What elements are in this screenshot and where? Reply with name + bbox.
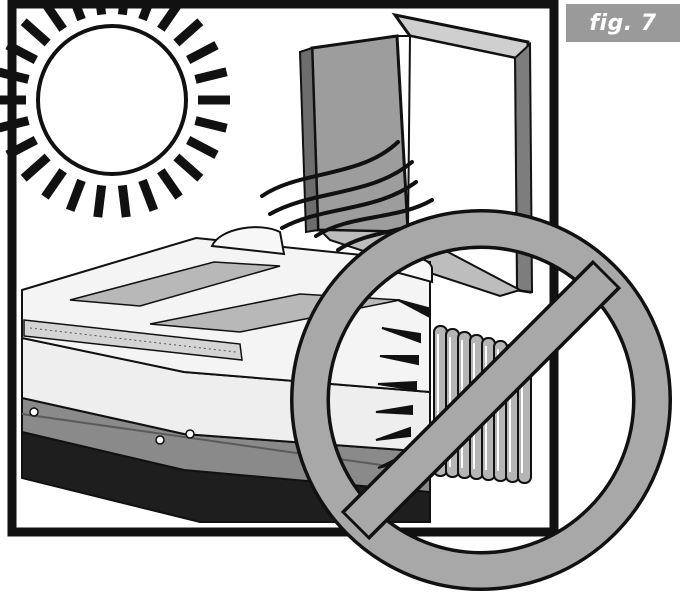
sun-ray <box>122 185 126 217</box>
figure-label-badge: fig. 7 <box>566 4 680 42</box>
figure-label: fig. 7 <box>589 11 656 36</box>
sun-ray <box>98 0 102 15</box>
sun-ray <box>98 185 102 217</box>
sun-ray <box>122 0 126 15</box>
